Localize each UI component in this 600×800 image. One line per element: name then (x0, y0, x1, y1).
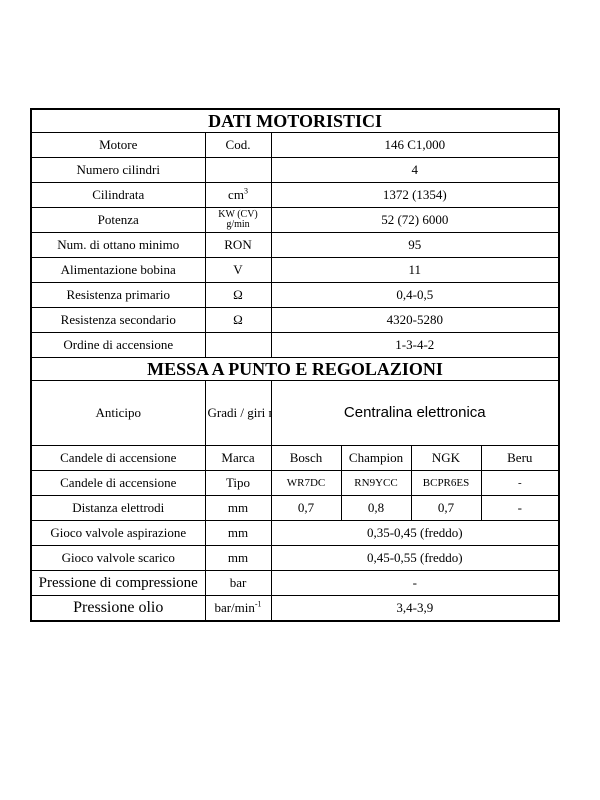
row-unit: bar (204, 570, 272, 596)
row-value: 0,4-0,5 (270, 282, 560, 308)
brand-cell: Bosch (270, 445, 342, 471)
unit-text: cm (228, 187, 244, 202)
row-value: 0,35-0,45 (freddo) (270, 520, 560, 546)
engine-data-sheet: DATI MOTORISTICI Motore Cod. 146 C1,000 … (30, 108, 561, 622)
table-row: Cilindrata cm3 1372 (1354) (30, 182, 560, 208)
table-row: Ordine di accensione 1-3-4-2 (30, 332, 560, 358)
table-row: Pressione di compressione bar - (30, 570, 560, 596)
row-label: Anticipo (30, 380, 206, 446)
row-unit: RON (204, 232, 272, 258)
row-label: Potenza (30, 207, 206, 233)
row-label: Gioco valvole aspirazione (30, 520, 206, 546)
brand-cell: Beru (480, 445, 560, 471)
table-row: Alimentazione bobina V 11 (30, 257, 560, 283)
spark-plug-type-cell: BCPR6ES (410, 470, 482, 496)
row-unit: Ω (204, 282, 272, 308)
row-label: Distanza elettrodi (30, 495, 206, 521)
row-unit: mm (204, 545, 272, 571)
row-value: 1372 (1354) (270, 182, 560, 208)
row-unit: bar/min-1 (204, 595, 272, 622)
brand-cell: Champion (340, 445, 412, 471)
row-label: Resistenza secondario (30, 307, 206, 333)
row-label: Motore (30, 132, 206, 158)
row-label: Num. di ottano minimo (30, 232, 206, 258)
table-row: Potenza KW (CV)g/min 52 (72) 6000 (30, 207, 560, 233)
row-value: 11 (270, 257, 560, 283)
table-row: Resistenza secondario Ω 4320-5280 (30, 307, 560, 333)
row-label: Candele di accensione (30, 470, 206, 496)
row-label: Candele di accensione (30, 445, 206, 471)
gap-cell: 0,7 (270, 495, 342, 521)
unit-superscript: -1 (254, 599, 262, 609)
table-row: Gioco valvole scarico mm 0,45-0,55 (fred… (30, 545, 560, 571)
row-label: Resistenza primario (30, 282, 206, 308)
row-unit: Cod. (204, 132, 272, 158)
table-row: Distanza elettrodi mm 0,7 0,8 0,7 - (30, 495, 560, 521)
row-value: 4320-5280 (270, 307, 560, 333)
spark-plug-type-cell: WR7DC (270, 470, 342, 496)
row-unit: Ω (204, 307, 272, 333)
row-value: Centralina elettronica (270, 380, 560, 446)
brand-cell: NGK (410, 445, 482, 471)
row-unit: Gradi / giri motore (204, 380, 272, 446)
engine-data-table: DATI MOTORISTICI Motore Cod. 146 C1,000 … (30, 108, 561, 622)
row-unit (204, 157, 272, 183)
row-label: Pressione di compressione (30, 570, 206, 596)
table-row: Num. di ottano minimo RON 95 (30, 232, 560, 258)
row-unit: V (204, 257, 272, 283)
row-value: - (270, 570, 560, 596)
row-value: 95 (270, 232, 560, 258)
row-label: Gioco valvole scarico (30, 545, 206, 571)
row-value: 1-3-4-2 (270, 332, 560, 358)
row-unit: Marca (204, 445, 272, 471)
spark-plug-type-cell: RN9YCC (340, 470, 412, 496)
row-unit: mm (204, 495, 272, 521)
row-unit: Tipo (204, 470, 272, 496)
gap-cell: 0,7 (410, 495, 482, 521)
table-row: Anticipo Gradi / giri motore Centralina … (30, 380, 560, 446)
spark-plug-type-cell: - (480, 470, 560, 496)
gap-cell: 0,8 (340, 495, 412, 521)
row-value: 146 C1,000 (270, 132, 560, 158)
table-row: Resistenza primario Ω 0,4-0,5 (30, 282, 560, 308)
unit-line-1: KW (CV) (218, 209, 258, 220)
row-unit (204, 332, 272, 358)
row-value: 52 (72) 6000 (270, 207, 560, 233)
row-value: 4 (270, 157, 560, 183)
unit-text: bar/min (214, 600, 255, 615)
section-title-dati-motoristici: DATI MOTORISTICI (30, 108, 560, 133)
row-label: Alimentazione bobina (30, 257, 206, 283)
table-row: Numero cilindri 4 (30, 157, 560, 183)
gap-cell: - (480, 495, 560, 521)
unit-superscript: 3 (243, 186, 248, 196)
table-row: Pressione olio bar/min-1 3,4-3,9 (30, 595, 560, 622)
row-unit: mm (204, 520, 272, 546)
row-unit: cm3 (204, 182, 272, 208)
row-label: Cilindrata (30, 182, 206, 208)
table-row: Motore Cod. 146 C1,000 (30, 132, 560, 158)
table-row: Candele di accensione Tipo WR7DC RN9YCC … (30, 470, 560, 496)
row-label: Pressione olio (30, 595, 206, 622)
row-label: Ordine di accensione (30, 332, 206, 358)
unit-line-2: g/min (226, 219, 250, 230)
table-row: Gioco valvole aspirazione mm 0,35-0,45 (… (30, 520, 560, 546)
row-value: 3,4-3,9 (270, 595, 560, 622)
row-unit: KW (CV)g/min (204, 207, 272, 233)
row-value: 0,45-0,55 (freddo) (270, 545, 560, 571)
row-label: Numero cilindri (30, 157, 206, 183)
section-title-messa-a-punto: MESSA A PUNTO E REGOLAZIONI (30, 357, 560, 381)
table-row: Candele di accensione Marca Bosch Champi… (30, 445, 560, 471)
